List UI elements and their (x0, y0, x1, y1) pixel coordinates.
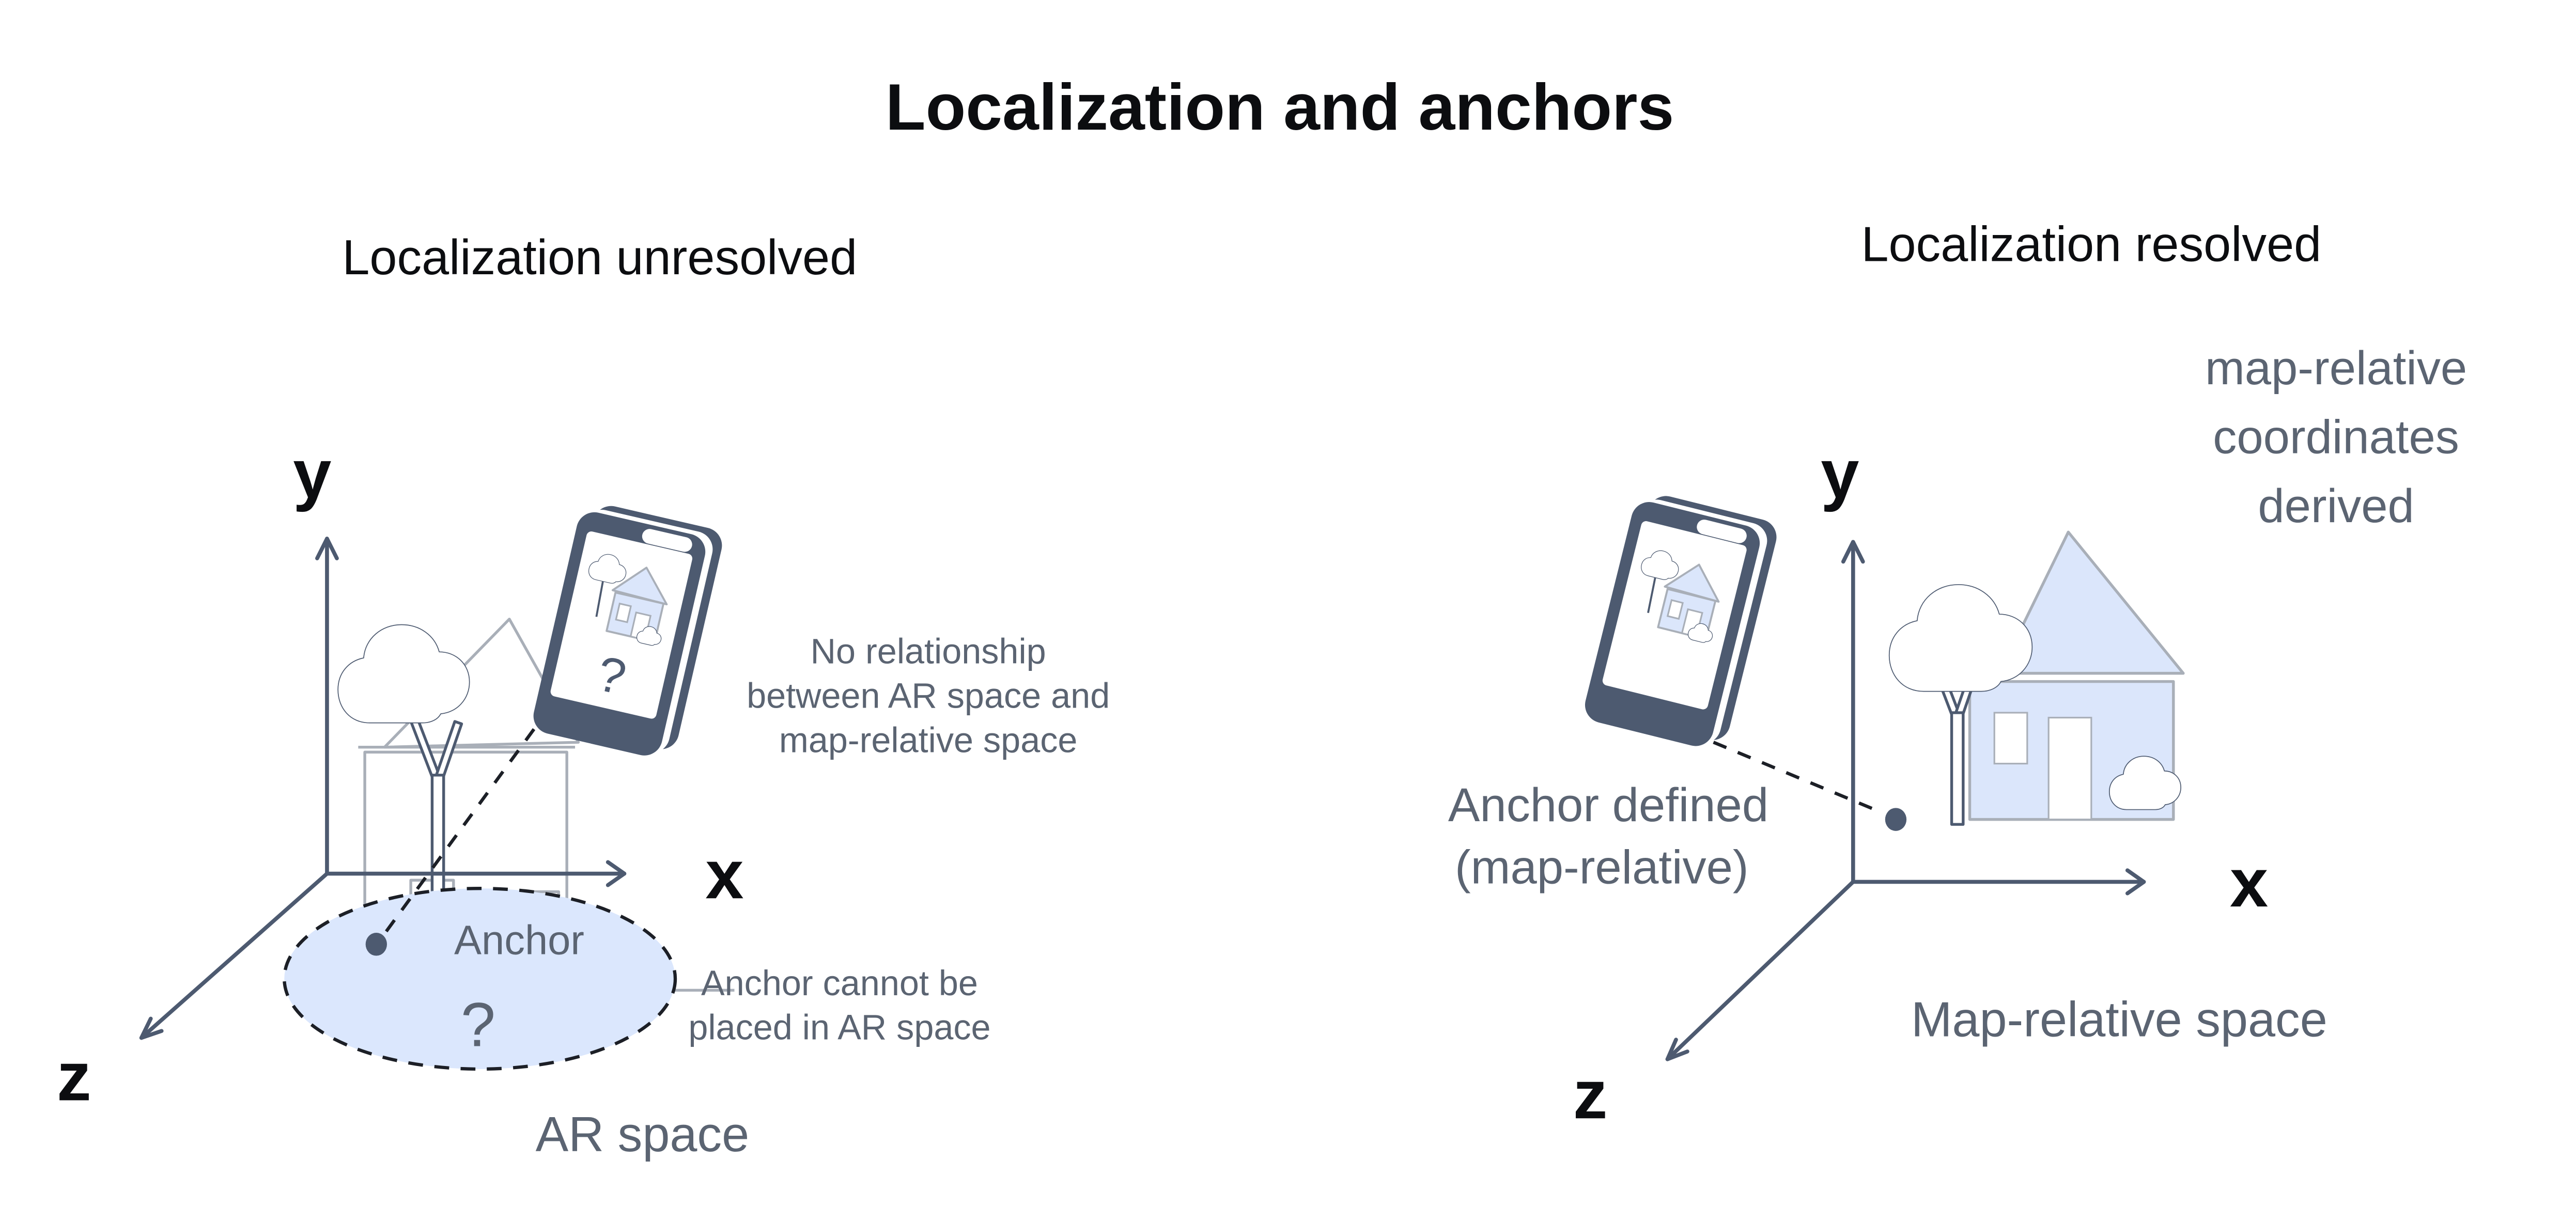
note-line: map-relative (2205, 341, 2467, 395)
screen-tree-trunk (595, 581, 604, 617)
house-filled-icon (1968, 530, 2185, 821)
note-line: derived (2258, 479, 2414, 532)
x-axis-label: x (2230, 844, 2268, 921)
anchor-dashed-line (1713, 741, 1884, 814)
phone-icon (1585, 496, 1777, 746)
anchor-label: Anchor (454, 917, 584, 963)
note-line: map-relative space (779, 720, 1078, 760)
note-line: placed in AR space (688, 1008, 990, 1047)
screen-house-window (615, 602, 632, 623)
tree-canopy (338, 625, 469, 723)
map-space-axes: y x z (1573, 435, 2269, 1133)
left-panel-heading: Localization unresolved (342, 230, 857, 285)
page-title: Localization and anchors (886, 70, 1674, 144)
anchor-question-mark: ? (461, 990, 495, 1059)
house-window (1993, 712, 2028, 765)
anchor-dot (1885, 808, 1907, 831)
house-door (2047, 716, 2092, 821)
note-line: No relationship (811, 632, 1046, 671)
ar-space-axes: y x z (57, 435, 744, 1115)
anchor-cannot-note: Anchor cannot be placed in AR space (688, 964, 990, 1047)
z-axis (139, 871, 329, 1040)
phone-speaker-slot (1697, 520, 1747, 543)
note-line: (map-relative) (1455, 841, 1749, 894)
y-axis-label: y (1821, 435, 1859, 512)
house-roof (1998, 530, 2185, 675)
y-axis-arrowhead (1841, 540, 1865, 564)
phone-icon: ? (533, 506, 722, 756)
anchor-defined-note: Anchor defined (map-relative) (1448, 778, 1768, 894)
map-relative-space-label: Map-relative space (1911, 992, 2327, 1047)
no-relationship-note: No relationship between AR space and map… (747, 632, 1110, 760)
ar-space-label: AR space (536, 1107, 750, 1162)
anchor-dot (365, 933, 387, 956)
y-axis-label: y (293, 435, 331, 512)
x-axis-arrowhead (606, 860, 627, 887)
panel-localization-resolved: Localization resolved map-relative coord… (1448, 217, 2467, 1134)
anchor-zone-ellipse (283, 886, 677, 1071)
z-axis-arrowhead (139, 1016, 164, 1040)
note-line: coordinates (2213, 411, 2459, 464)
anchor-dashed-line (381, 728, 536, 937)
y-axis-arrowhead (315, 537, 339, 560)
note-line: between AR space and (747, 676, 1110, 715)
z-axis-label: z (57, 1038, 91, 1115)
tree-canopy (1889, 585, 2032, 692)
tree-icon (1889, 585, 2032, 826)
phone-screen-scene (1639, 546, 1720, 645)
right-panel-heading: Localization resolved (1861, 217, 2321, 272)
panel-localization-unresolved: Localization unresolved (57, 230, 1110, 1162)
x-axis-label: x (705, 836, 743, 913)
z-axis (1665, 880, 1855, 1061)
note-line: Anchor defined (1448, 778, 1768, 832)
screen-tree-trunk (1647, 577, 1656, 614)
note-line: Anchor cannot be (701, 964, 978, 1003)
derived-note: map-relative coordinates derived (2205, 341, 2467, 532)
z-axis-label: z (1573, 1056, 1608, 1133)
phone-speaker-slot (642, 529, 692, 552)
z-axis-arrowhead (1665, 1038, 1689, 1061)
x-axis-arrowhead (2125, 868, 2146, 896)
screen-house-window (1666, 599, 1684, 620)
tree-trunk (1950, 711, 1965, 826)
